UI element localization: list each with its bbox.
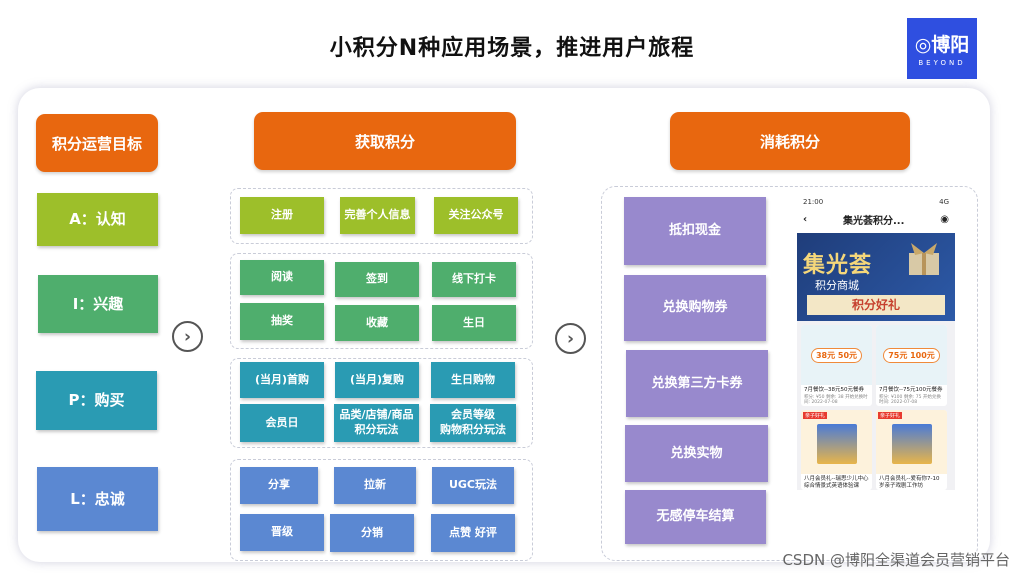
- card-tag: 亲子好礼: [878, 412, 903, 420]
- poster-image: [817, 424, 857, 465]
- phone-time: 21:00: [803, 198, 824, 206]
- header-acquire-points: 获取积分: [254, 112, 516, 170]
- banner-subtitle: 积分商城: [815, 279, 859, 292]
- acquire-item: 完善个人信息: [340, 197, 415, 234]
- acquire-item: 线下打卡: [432, 262, 516, 297]
- phone-signal: 4G: [939, 198, 949, 206]
- product-card[interactable]: 亲子好礼 八月会员礼--爱有你7-10岁亲子戏剧工作坊: [876, 410, 947, 490]
- acquire-item: 注册: [240, 197, 324, 234]
- acquire-item: 关注公众号: [434, 197, 518, 234]
- back-arrow-icon[interactable]: ‹: [803, 214, 808, 225]
- acquire-item: 点赞 好评: [431, 514, 515, 552]
- consume-item-parking-payment: 无感停车结算: [625, 490, 766, 544]
- acquire-item: 阅读: [240, 260, 324, 295]
- acquire-item: 会员日: [240, 404, 324, 442]
- acquire-item: 生日: [432, 305, 516, 341]
- card-title: 八月会员礼--爱有你7-10岁亲子戏剧工作坊: [879, 476, 940, 489]
- acquire-item: 品类/店铺/商品 积分玩法: [334, 404, 419, 442]
- banner-strip: 积分好礼: [807, 295, 945, 315]
- watermark: CSDN @博阳全渠道会员营销平台: [782, 551, 1010, 569]
- phone-product-grid: 38元 50元 7月餐饮--38元50元餐券 积分: ¥50 剩余: 38 开始…: [797, 321, 955, 490]
- acquire-item: 拉新: [334, 467, 416, 504]
- header-operation-goal: 积分运营目标: [36, 114, 158, 172]
- card-title: 八月会员礼--瑞思少儿中心综合情景式英语体验课: [804, 476, 869, 489]
- card-title: 7月餐饮--38元50元餐券: [804, 387, 864, 393]
- header-consume-points: 消耗积分: [670, 112, 910, 170]
- phone-status-bar: 21:00 4G: [797, 194, 955, 210]
- phone-banner: 集光荟 积分商城 积分好礼: [797, 233, 955, 321]
- acquire-item: 抽奖: [240, 303, 324, 340]
- acquire-item: 收藏: [335, 305, 419, 341]
- phone-mockup: 21:00 4G ‹ 集光荟积分... ◉ 集光荟 积分商城 积分好礼 38元 …: [797, 194, 955, 534]
- card-title: 7月餐饮--75元100元餐券: [879, 387, 943, 393]
- acquire-item: (当月)首购: [240, 362, 324, 398]
- consume-item-physical-goods: 兑换实物: [625, 425, 768, 482]
- acquire-item: 分享: [240, 467, 318, 504]
- logo-sub: BEYOND: [918, 59, 966, 67]
- acquire-item: (当月)复购: [335, 362, 419, 398]
- banner-title: 集光荟: [803, 253, 873, 278]
- phone-nav-title: 集光荟积分...: [842, 216, 905, 227]
- product-card[interactable]: 亲子好礼 八月会员礼--瑞思少儿中心综合情景式英语体验课: [801, 410, 872, 490]
- logo-mark: ◎博阳: [914, 34, 970, 56]
- acquire-item: 生日购物: [431, 362, 515, 398]
- card-meta: 积分: ¥100 剩余: 75 开始兑换时间: 2022-07-08: [879, 394, 941, 405]
- card-meta: 积分: ¥50 剩余: 38 开始兑换时间: 2022-07-08: [804, 394, 868, 405]
- phone-nav-bar: ‹ 集光荟积分... ◉: [797, 210, 955, 229]
- consume-item-cash-deduction: 抵扣现金: [624, 197, 766, 265]
- circle-chevron-right-icon: ›: [172, 321, 203, 352]
- acquire-item: 签到: [335, 262, 419, 297]
- acquire-item: 会员等级 购物积分玩法: [430, 404, 516, 442]
- consume-item-shopping-voucher: 兑换购物券: [624, 275, 766, 341]
- logo: ◎博阳 BEYOND: [907, 18, 977, 79]
- gift-bow-icon: [909, 243, 939, 275]
- goal-loyalty: L：忠诚: [37, 467, 158, 531]
- page-title: 小积分N种应用场景，推进用户旅程: [329, 36, 695, 61]
- acquire-item: 晋级: [240, 514, 324, 551]
- product-card[interactable]: 75元 100元 7月餐饮--75元100元餐券 积分: ¥100 剩余: 75…: [876, 325, 947, 407]
- card-tag: 亲子好礼: [803, 412, 828, 420]
- acquire-item: 分销: [330, 514, 414, 552]
- goal-interest: I：兴趣: [38, 275, 158, 333]
- product-card[interactable]: 38元 50元 7月餐饮--38元50元餐券 积分: ¥50 剩余: 38 开始…: [801, 325, 872, 407]
- consume-item-third-party-card: 兑换第三方卡券: [626, 350, 768, 417]
- circle-chevron-right-icon: ›: [555, 323, 586, 354]
- coupon-chip: 38元 50元: [810, 347, 863, 363]
- acquire-item: UGC玩法: [432, 467, 514, 504]
- target-icon[interactable]: ◉: [940, 214, 949, 225]
- goal-purchase: P：购买: [36, 371, 157, 430]
- goal-awareness: A：认知: [37, 193, 158, 246]
- coupon-chip: 75元 100元: [883, 347, 940, 363]
- poster-image: [892, 424, 932, 465]
